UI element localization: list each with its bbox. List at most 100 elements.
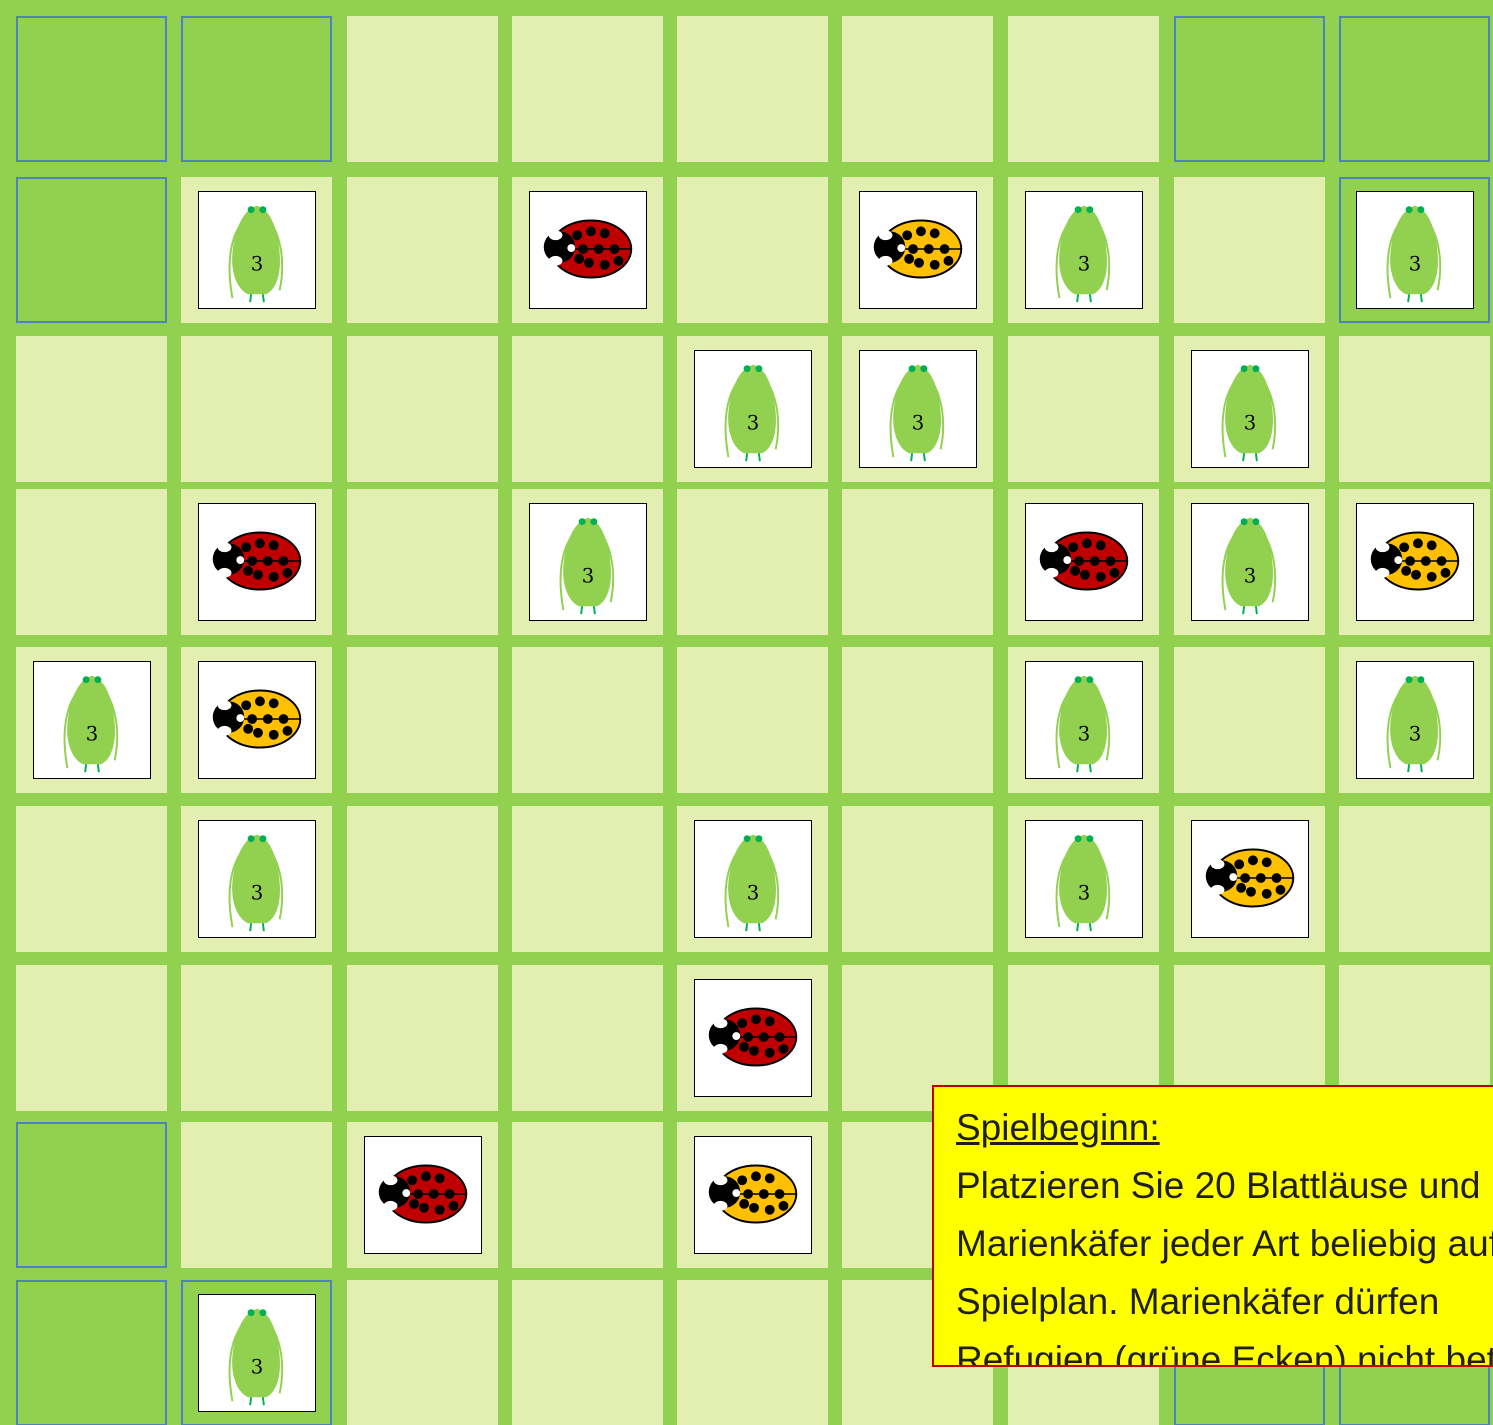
board-cell[interactable]	[512, 806, 663, 952]
svg-text:3: 3	[581, 565, 594, 588]
board-cell[interactable]	[512, 1122, 663, 1268]
board-cell[interactable]	[1008, 16, 1159, 162]
aphid-token[interactable]: 3	[1025, 191, 1143, 309]
board-cell[interactable]	[1339, 806, 1490, 952]
aphid-token[interactable]: 3	[198, 191, 316, 309]
yellow-ladybug-token[interactable]	[1191, 820, 1309, 938]
red-ladybug-token[interactable]	[529, 191, 647, 309]
yellow-ladybug-token[interactable]	[198, 661, 316, 779]
refuge-frame	[16, 177, 167, 323]
svg-text:3: 3	[85, 723, 98, 746]
info-title: Spielbeginn:	[956, 1099, 1493, 1157]
aphid-icon: 3	[695, 351, 811, 467]
svg-text:3: 3	[1077, 882, 1090, 905]
aphid-token[interactable]: 3	[1356, 191, 1474, 309]
svg-text:3: 3	[746, 412, 759, 435]
aphid-icon: 3	[199, 821, 315, 937]
svg-text:3: 3	[1077, 723, 1090, 746]
refuge-frame	[1174, 16, 1325, 162]
aphid-token[interactable]: 3	[1025, 661, 1143, 779]
board-cell[interactable]	[512, 16, 663, 162]
board-cell[interactable]	[181, 336, 332, 482]
aphid-icon: 3	[1357, 662, 1473, 778]
red-ladybug-token[interactable]	[198, 503, 316, 621]
aphid-token[interactable]: 3	[694, 350, 812, 468]
board-cell[interactable]	[347, 647, 498, 793]
svg-text:3: 3	[1408, 253, 1421, 276]
yellow-ladybug-token[interactable]	[859, 191, 977, 309]
red-ladybug-icon	[365, 1137, 481, 1253]
aphid-icon: 3	[1192, 504, 1308, 620]
board-cell[interactable]	[347, 489, 498, 635]
aphid-token[interactable]: 3	[198, 1294, 316, 1412]
board-cell[interactable]	[1339, 336, 1490, 482]
aphid-icon: 3	[1357, 192, 1473, 308]
board-cell[interactable]	[512, 647, 663, 793]
aphid-token[interactable]: 3	[1356, 661, 1474, 779]
board-cell[interactable]	[677, 16, 828, 162]
yellow-ladybug-icon	[860, 192, 976, 308]
board-cell[interactable]	[181, 965, 332, 1111]
board-cell[interactable]	[842, 16, 993, 162]
svg-text:3: 3	[1077, 253, 1090, 276]
info-line: Marienkäfer jeder Art beliebig auf dem	[956, 1215, 1493, 1273]
aphid-icon: 3	[1026, 821, 1142, 937]
aphid-token[interactable]: 3	[1191, 350, 1309, 468]
svg-text:3: 3	[1243, 412, 1256, 435]
board-cell[interactable]	[842, 806, 993, 952]
red-ladybug-icon	[199, 504, 315, 620]
board-cell[interactable]	[1008, 336, 1159, 482]
red-ladybug-token[interactable]	[694, 979, 812, 1097]
aphid-icon: 3	[199, 1295, 315, 1411]
aphid-token[interactable]: 3	[694, 820, 812, 938]
aphid-token[interactable]: 3	[859, 350, 977, 468]
red-ladybug-icon	[530, 192, 646, 308]
board-cell[interactable]	[347, 806, 498, 952]
yellow-ladybug-icon	[695, 1137, 811, 1253]
board-cell[interactable]	[512, 965, 663, 1111]
red-ladybug-token[interactable]	[1025, 503, 1143, 621]
aphid-token[interactable]: 3	[33, 661, 151, 779]
red-ladybug-token[interactable]	[364, 1136, 482, 1254]
yellow-ladybug-icon	[1192, 821, 1308, 937]
refuge-frame	[16, 1280, 167, 1425]
board-cell[interactable]	[1174, 177, 1325, 323]
aphid-token[interactable]: 3	[1191, 503, 1309, 621]
aphid-icon: 3	[199, 192, 315, 308]
board-cell[interactable]	[347, 1280, 498, 1425]
board-cell[interactable]	[16, 489, 167, 635]
yellow-ladybug-token[interactable]	[694, 1136, 812, 1254]
info-line: Spielplan. Marienkäfer dürfen	[956, 1273, 1493, 1331]
refuge-frame	[1339, 16, 1490, 162]
aphid-icon: 3	[860, 351, 976, 467]
yellow-ladybug-icon	[1357, 504, 1473, 620]
board-cell[interactable]	[16, 336, 167, 482]
yellow-ladybug-token[interactable]	[1356, 503, 1474, 621]
aphid-token[interactable]: 3	[1025, 820, 1143, 938]
board-cell[interactable]	[1174, 647, 1325, 793]
refuge-frame	[16, 1122, 167, 1268]
board-cell[interactable]	[347, 965, 498, 1111]
aphid-token[interactable]: 3	[198, 820, 316, 938]
board-cell[interactable]	[181, 1122, 332, 1268]
board-cell[interactable]	[677, 177, 828, 323]
board-cell[interactable]	[842, 647, 993, 793]
board-cell[interactable]	[347, 177, 498, 323]
board-cell[interactable]	[842, 489, 993, 635]
red-ladybug-icon	[695, 980, 811, 1096]
refuge-frame	[181, 16, 332, 162]
board-cell[interactable]	[512, 336, 663, 482]
board-cell[interactable]	[677, 1280, 828, 1425]
board-cell[interactable]	[347, 16, 498, 162]
refuge-frame	[16, 16, 167, 162]
board-cell[interactable]	[512, 1280, 663, 1425]
board-cell[interactable]	[16, 806, 167, 952]
board-cell[interactable]	[16, 965, 167, 1111]
info-line: Platzieren Sie 20 Blattläuse und	[956, 1157, 1493, 1215]
board-cell[interactable]	[677, 647, 828, 793]
svg-text:3: 3	[911, 412, 924, 435]
board-cell[interactable]	[347, 336, 498, 482]
svg-text:3: 3	[250, 882, 263, 905]
board-cell[interactable]	[677, 489, 828, 635]
aphid-token[interactable]: 3	[529, 503, 647, 621]
